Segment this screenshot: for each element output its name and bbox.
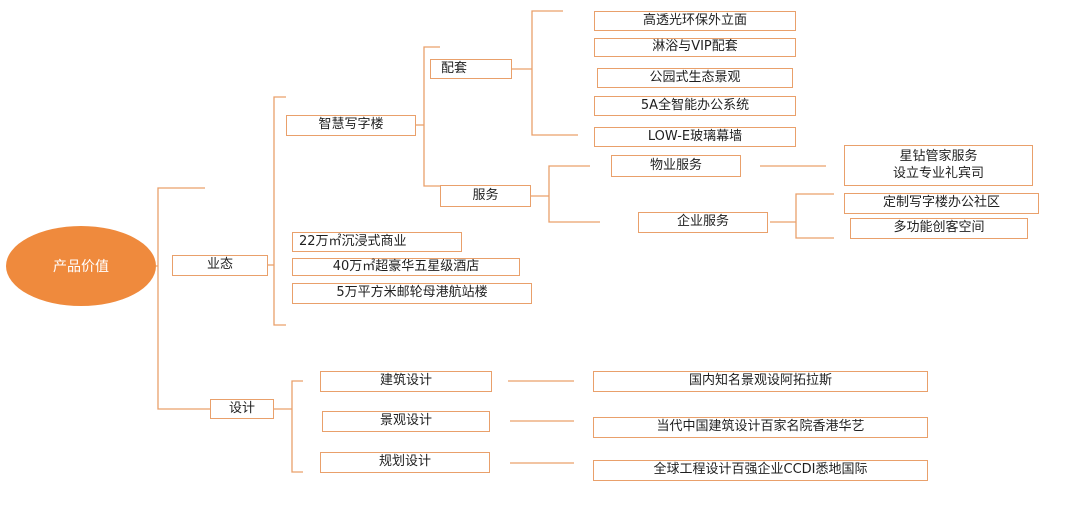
node-wuye: 物业服务	[611, 155, 741, 177]
brace-root	[157, 187, 210, 410]
peitao-item: 5A全智能办公系统	[594, 96, 796, 116]
node-design-planning: 规划设计	[320, 452, 490, 473]
root-node: 产品价值	[6, 226, 156, 306]
peitao-item: 淋浴与VIP配套	[594, 38, 796, 57]
brace-sheji	[291, 380, 303, 473]
brace-peitao	[531, 10, 578, 136]
peitao-item: LOW-E玻璃幕墙	[594, 127, 796, 147]
node-other-1: 22万㎡沉浸式商业	[292, 232, 462, 252]
node-design-arch-detail: 国内知名景观设阿拓拉斯	[593, 371, 928, 392]
brace-qiye	[795, 193, 834, 239]
qiye-item: 定制写字楼办公社区	[844, 193, 1039, 214]
node-design-arch: 建筑设计	[320, 371, 492, 392]
node-qiye: 企业服务	[638, 212, 768, 233]
node-sheji: 设计	[210, 399, 274, 419]
node-fuwu: 服务	[440, 185, 531, 207]
brace-fuwu	[548, 165, 600, 223]
node-other-3: 5万平方米邮轮母港航站楼	[292, 283, 532, 304]
node-design-landscape: 景观设计	[322, 411, 490, 432]
node-design-planning-detail: 全球工程设计百强企业CCDI悉地国际	[593, 460, 928, 481]
node-other-2: 40万㎡超豪华五星级酒店	[292, 258, 520, 276]
qiye-item: 多功能创客空间	[850, 218, 1028, 239]
node-design-landscape-detail: 当代中国建筑设计百家名院香港华艺	[593, 417, 928, 438]
node-yetai: 业态	[172, 255, 268, 276]
node-zhihui: 智慧写字楼	[286, 115, 416, 136]
node-peitao: 配套	[430, 59, 512, 79]
peitao-item: 公园式生态景观	[597, 68, 793, 88]
brace-yetai	[273, 96, 286, 326]
root-label: 产品价值	[53, 259, 109, 275]
brace-zhihui	[423, 46, 440, 187]
node-wuye-detail: 星钻管家服务 设立专业礼宾司	[844, 145, 1033, 186]
peitao-item: 高透光环保外立面	[594, 11, 796, 31]
